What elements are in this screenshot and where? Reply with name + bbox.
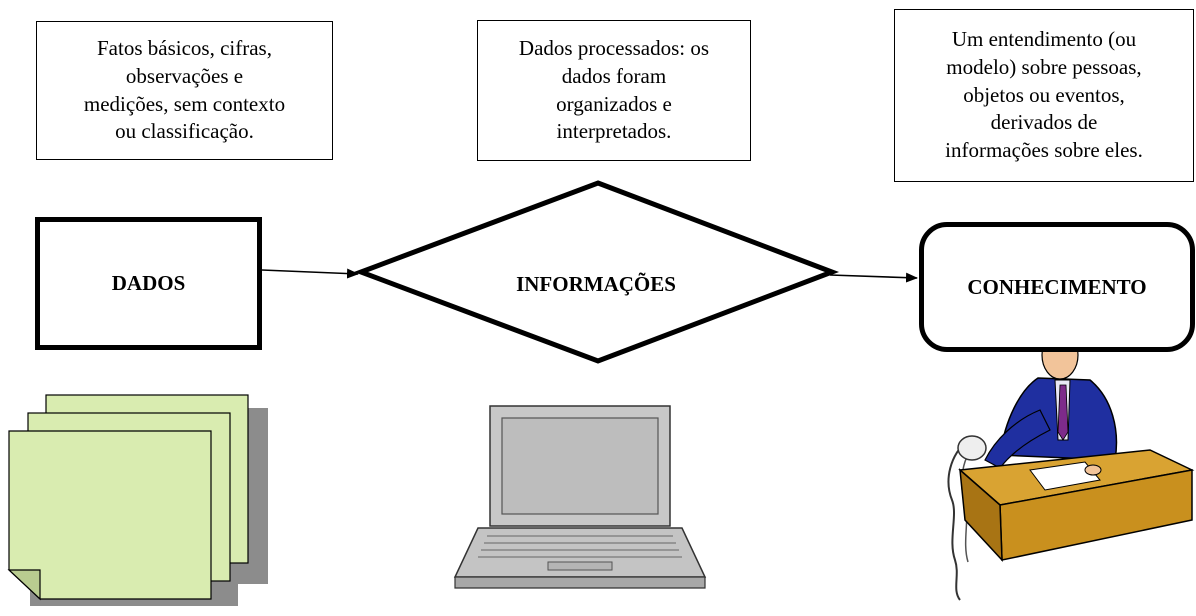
arrow-dados-to-informacoes bbox=[261, 268, 359, 279]
conhecimento-box: CONHECIMENTO bbox=[919, 222, 1195, 352]
conhecimento-description-line: objetos ou eventos, bbox=[963, 82, 1125, 107]
arrow-informacoes-to-conhecimento bbox=[829, 272, 918, 283]
dados-description-box: Fatos básicos, cifras, observações e med… bbox=[36, 21, 333, 160]
conhecimento-description-text: Um entendimento (ou modelo) sobre pessoa… bbox=[945, 26, 1143, 165]
informacoes-description-line: dados foram bbox=[561, 63, 667, 88]
businessman-at-desk-icon bbox=[947, 330, 1195, 601]
dados-description-line: ou classificação. bbox=[115, 119, 254, 144]
dados-description-line: medições, sem contexto bbox=[83, 91, 286, 116]
conhecimento-description-line: modelo) sobre pessoas, bbox=[946, 54, 1142, 79]
dados-label: DADOS bbox=[111, 271, 186, 295]
conhecimento-description-line: Um entendimento (ou bbox=[951, 27, 1137, 52]
dados-box: DADOS bbox=[35, 217, 262, 350]
dados-description-text: Fatos básicos, cifras, observações e med… bbox=[84, 35, 285, 146]
conhecimento-description-box: Um entendimento (ou modelo) sobre pessoa… bbox=[894, 9, 1194, 182]
dados-description-line: Fatos básicos, cifras, bbox=[97, 36, 272, 61]
informacoes-description-line: Dados processados: os bbox=[518, 36, 710, 61]
paper-stack-icon bbox=[7, 394, 268, 606]
informacoes-diamond bbox=[353, 180, 840, 364]
conhecimento-description-line: derivados de bbox=[990, 110, 1098, 135]
informacoes-description-box: Dados processados: os dados foram organi… bbox=[477, 20, 751, 161]
informacoes-label: INFORMAÇÕES bbox=[516, 272, 676, 296]
laptop-icon bbox=[453, 405, 707, 589]
informacoes-description-line: interpretados. bbox=[556, 119, 672, 144]
informacoes-description-line: organizados e bbox=[556, 91, 672, 116]
conhecimento-label: CONHECIMENTO bbox=[967, 274, 1147, 299]
informacoes-description-text: Dados processados: os dados foram organi… bbox=[519, 35, 709, 146]
dados-description-line: observações e bbox=[125, 63, 244, 88]
conhecimento-description-line: informações sobre eles. bbox=[945, 138, 1143, 163]
